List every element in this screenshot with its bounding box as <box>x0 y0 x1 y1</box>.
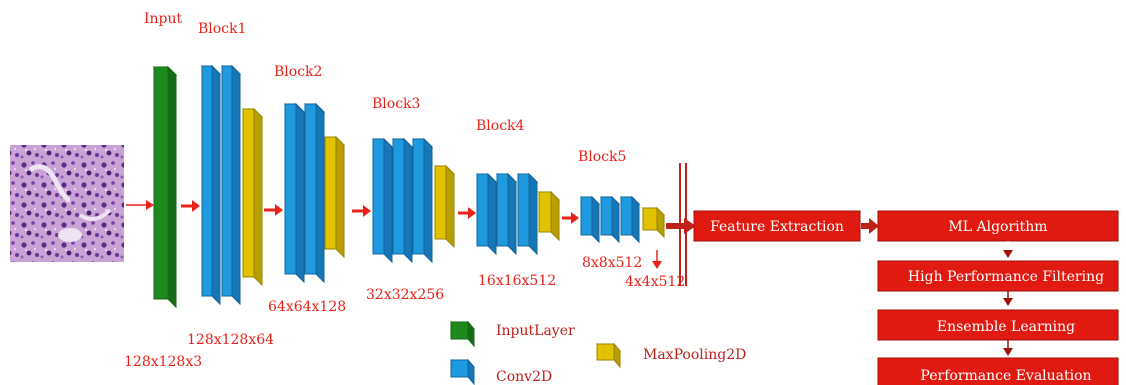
flatten-arrow <box>666 163 696 286</box>
block3-conv-layer <box>371 137 394 264</box>
input-layer-slab <box>152 65 178 309</box>
legend-conv2d-swatch <box>449 358 476 385</box>
block4-conv-layer <box>475 172 498 256</box>
legend-conv2d-label: Conv2D <box>496 369 552 385</box>
block3-conv-layer <box>391 137 414 264</box>
layer-slabs <box>200 64 666 306</box>
block1-conv-layer <box>200 64 222 306</box>
block-arrows <box>181 200 579 224</box>
feature-extraction-label: Feature Extraction <box>710 219 844 235</box>
feature-to-ml-arrow <box>861 218 879 234</box>
legend-input-layer-swatch <box>449 320 476 348</box>
block1-pool-layer <box>241 107 264 287</box>
block2-label: Block2 <box>274 64 322 80</box>
pipeline-arrow <box>1003 340 1013 356</box>
block5-conv-layer <box>579 195 601 244</box>
block3-dim-label: 32x32x256 <box>366 287 444 303</box>
legend-maxpool-label: MaxPooling2D <box>643 347 746 363</box>
block4-pool-layer <box>537 190 561 242</box>
block1-label: Block1 <box>198 21 246 37</box>
block5-conv-layer <box>619 195 641 244</box>
legend-maxpool-swatch <box>595 342 622 369</box>
pipeline-step-filtering: High Performance Filtering <box>877 260 1119 292</box>
block5-pool-layer <box>641 206 666 239</box>
pipeline-step-label: ML Algorithm <box>948 219 1047 235</box>
input-arrow <box>126 200 154 210</box>
block5-conv-layer <box>599 195 621 244</box>
input-dim-label: 128x128x3 <box>124 354 202 370</box>
block1-dim-label: 128x128x64 <box>187 332 274 348</box>
pipeline-arrow <box>1003 241 1013 258</box>
block1-conv-layer <box>220 64 242 306</box>
pipeline-step-label: Performance Evaluation <box>920 368 1091 384</box>
pipeline-arrow <box>1003 291 1013 306</box>
pipeline-step-evaluation: Performance Evaluation <box>877 357 1119 385</box>
block5-label: Block5 <box>578 149 626 165</box>
block4-label: Block4 <box>476 118 525 134</box>
pipeline-step-label: High Performance Filtering <box>908 269 1104 285</box>
block3-label: Block3 <box>372 96 420 112</box>
feature-extraction-box: Feature Extraction <box>693 210 861 242</box>
pipeline-step-label: Ensemble Learning <box>937 319 1075 335</box>
pipeline-step-ml: ML Algorithm <box>877 210 1119 242</box>
legend: InputLayer Conv2D MaxPooling2D <box>449 320 746 385</box>
input-image <box>10 145 124 262</box>
block2-pool-layer <box>323 135 346 259</box>
block4-conv-layer <box>516 172 539 256</box>
input-label: Input <box>144 11 183 27</box>
pool-dim-label: 4x4x512 <box>625 274 685 290</box>
legend-input-layer-label: InputLayer <box>496 323 575 339</box>
block2-dim-label: 64x64x128 <box>268 299 346 315</box>
block4-conv-layer <box>495 172 518 256</box>
pipeline-step-ensemble: Ensemble Learning <box>877 309 1119 341</box>
block4-dim-label: 16x16x512 <box>478 273 556 289</box>
block5-dim-label: 8x8x512 <box>582 255 642 271</box>
block2-conv-layer <box>283 102 306 284</box>
block3-conv-layer <box>411 137 434 264</box>
block3-pool-layer <box>433 164 456 249</box>
pool-down-arrow <box>652 250 662 269</box>
block2-conv-layer <box>303 102 326 284</box>
